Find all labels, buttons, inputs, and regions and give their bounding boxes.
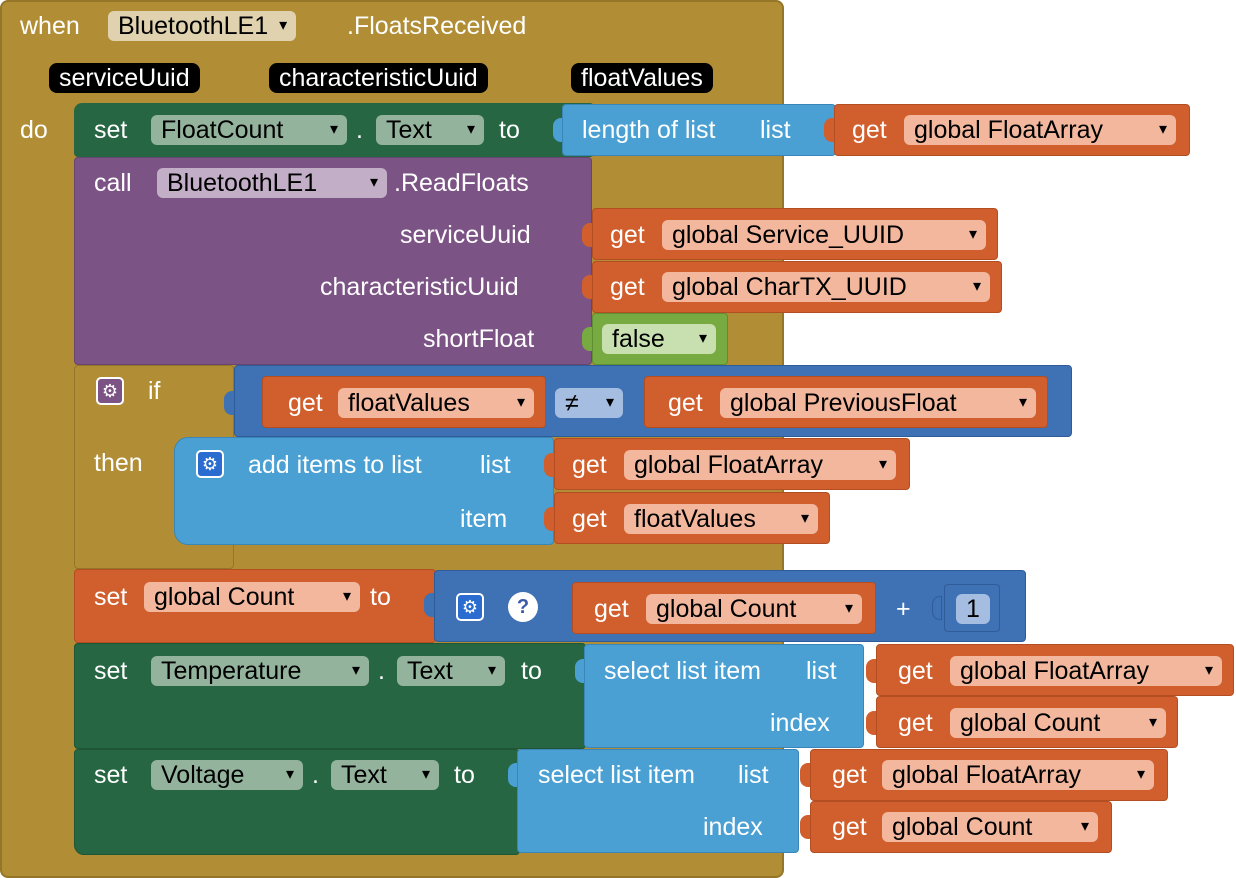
connector-tab [424,593,434,617]
select-list-item-label: select list item [604,657,761,685]
to-label: to [454,761,475,789]
connector-tab [866,659,876,683]
connector-tab [582,327,592,351]
get-label: get [668,389,703,417]
global-count-variable-dropdown[interactable]: global Count [950,708,1166,738]
dot-label: . [312,761,319,789]
to-label: to [370,583,391,611]
floatvalues-variable-dropdown[interactable]: floatValues [338,388,534,418]
global-count-variable-dropdown[interactable]: global Count [646,594,862,624]
get-label: get [852,116,887,144]
connector-tab [582,275,592,299]
event-component-dropdown[interactable]: BluetoothLE1 [108,11,297,41]
help-question-icon[interactable]: ? [508,592,538,622]
dot-label: . [356,116,363,144]
service-uuid-variable-dropdown[interactable]: global Service_UUID [662,220,986,250]
global-count-variable-dropdown[interactable]: global Count [144,582,360,612]
dot-label: . [378,657,385,685]
floatarray-variable-dropdown[interactable]: global FloatArray [950,656,1222,686]
previousfloat-variable-dropdown[interactable]: global PreviousFloat [720,388,1036,418]
get-label: get [898,657,933,685]
when-label: when [20,12,80,40]
select-list-item-block[interactable] [517,749,799,853]
select-list-item-block[interactable] [584,644,864,748]
set-label: set [94,761,128,789]
connector-tab [932,596,942,620]
get-label: get [572,505,607,533]
add-items-mutator-gear-icon[interactable]: ⚙ [196,450,224,478]
set-label: set [94,583,128,611]
index-label: index [770,709,830,737]
to-label: to [521,657,542,685]
then-label: then [94,449,143,477]
addition-mutator-gear-icon[interactable]: ⚙ [456,593,484,621]
connector-tab [544,453,554,477]
get-label: get [594,595,629,623]
get-label: get [610,221,645,249]
add-items-to-list-block[interactable] [174,437,554,545]
get-label: get [832,813,867,841]
set-label: set [94,657,128,685]
get-label: get [898,709,933,737]
select-list-item-label: select list item [538,761,695,789]
operator-dropdown[interactable]: ≠ [555,388,623,418]
select-list-label: list [738,761,769,789]
get-label: get [832,761,867,789]
param-serviceuuid[interactable]: serviceUuid [49,63,200,93]
connector-tab [553,118,563,142]
plus-operator-label: + [896,595,911,623]
get-label: get [288,389,323,417]
connector-tab [582,223,592,247]
floatarray-variable-dropdown[interactable]: global FloatArray [904,115,1176,145]
connector-tab [800,763,810,787]
do-label: do [20,116,48,144]
readfloats-component-dropdown[interactable]: BluetoothLE1 [157,168,387,198]
select-list-label: list [806,657,837,685]
if-label: if [148,377,161,405]
length-list-label: list [760,116,791,144]
call-label: call [94,169,132,197]
connector-tab [800,815,810,839]
characteristicuuid-arg-label: characteristicUuid [320,273,519,301]
number-value-field[interactable]: 1 [956,594,990,624]
readfloats-method-label: .ReadFloats [394,169,529,197]
temperature-component-dropdown[interactable]: Temperature [151,656,369,686]
chartx-uuid-variable-dropdown[interactable]: global CharTX_UUID [662,272,990,302]
global-count-variable-dropdown[interactable]: global Count [882,812,1098,842]
to-label: to [499,116,520,144]
event-name-label: .FloatsReceived [347,12,527,40]
param-floatvalues[interactable]: floatValues [571,63,713,93]
connector-tab [824,118,834,142]
serviceuuid-arg-label: serviceUuid [400,221,531,249]
floatarray-variable-dropdown[interactable]: global FloatArray [624,450,896,480]
floatarray-variable-dropdown[interactable]: global FloatArray [882,760,1154,790]
index-label: index [703,813,763,841]
temperature-property-dropdown[interactable]: Text [397,656,505,686]
floatcount-component-dropdown[interactable]: FloatCount [151,115,347,145]
add-items-label: add items to list [248,451,422,479]
length-of-list-label: length of list [582,116,716,144]
get-label: get [572,451,607,479]
connector-tab [508,763,518,787]
voltage-component-dropdown[interactable]: Voltage [151,760,303,790]
add-list-label: list [480,451,511,479]
connector-tab [866,711,876,735]
add-item-label: item [460,505,508,533]
get-label: get [610,273,645,301]
if-mutator-gear-icon[interactable]: ⚙ [96,377,124,405]
connector-tab [575,659,585,683]
shortfloat-arg-label: shortFloat [423,325,535,353]
floatcount-property-dropdown[interactable]: Text [376,115,484,145]
connector-tab [224,391,234,415]
voltage-property-dropdown[interactable]: Text [331,760,439,790]
param-characteristicuuid[interactable]: characteristicUuid [269,63,488,93]
false-dropdown[interactable]: false [602,324,716,354]
connector-tab [544,507,554,531]
floatvalues-variable-dropdown[interactable]: floatValues [624,504,818,534]
set-label: set [94,116,128,144]
